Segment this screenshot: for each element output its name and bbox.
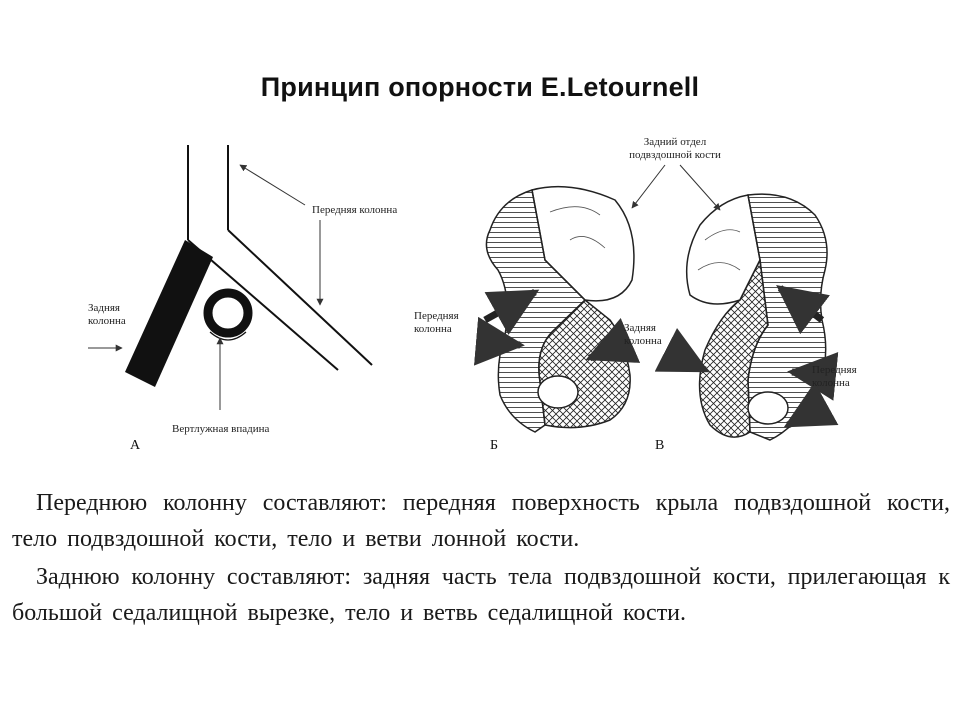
body-text: Переднюю колонну составляют: передняя по… bbox=[12, 485, 950, 633]
label-acetabulum: Вертлужная впадина bbox=[172, 423, 270, 435]
label-posterior-column-b-line1: Задняя bbox=[624, 322, 656, 334]
label-posterior-column-a: Задняя колонна bbox=[88, 302, 126, 328]
label-posterior-ilium-line1: Задний отдел bbox=[643, 136, 707, 148]
label-anterior-column-b-line2: колонна bbox=[414, 323, 452, 335]
label-posterior-column-b-line2: колонна bbox=[624, 335, 662, 347]
label-anterior-column-v-line1: Передняя bbox=[812, 364, 857, 376]
panel-letter-v: В bbox=[655, 438, 665, 453]
panel-a-schematic bbox=[88, 145, 373, 410]
label-anterior-column-a: Передняя колонна bbox=[312, 204, 398, 216]
label-posterior-ilium: Задний отдел подвздошной кости bbox=[600, 136, 750, 162]
label-anterior-column-v: Передняя колонна bbox=[812, 364, 857, 390]
panel-v-pelvis bbox=[654, 164, 839, 441]
pelvis-diagram: Передняя колонна Задняя колонна Вертлужн… bbox=[80, 120, 900, 465]
paragraph-posterior-column: Заднюю колонну составляют: задняя часть … bbox=[12, 564, 950, 626]
label-anterior-column-b: Передняя колонна bbox=[414, 310, 459, 336]
slide-title: Принцип опорности E.Letournell bbox=[260, 72, 700, 102]
label-posterior-column-a-line2: колонна bbox=[88, 315, 126, 327]
label-anterior-column-b-line1: Передняя bbox=[414, 310, 459, 322]
label-posterior-column-b: Задняя колонна bbox=[624, 322, 662, 348]
label-posterior-ilium-line2: подвздошной кости bbox=[629, 149, 721, 161]
label-posterior-column-a-line1: Задняя bbox=[88, 302, 120, 314]
panel-b-pelvis bbox=[473, 164, 666, 433]
paragraph-anterior-column: Переднюю колонну составляют: передняя по… bbox=[12, 490, 950, 552]
pelvis-diagram-graphic bbox=[88, 145, 839, 441]
panel-letter-b: Б bbox=[490, 438, 499, 453]
panel-letter-a: А bbox=[130, 438, 141, 453]
label-anterior-column-v-line2: колонна bbox=[812, 377, 850, 389]
